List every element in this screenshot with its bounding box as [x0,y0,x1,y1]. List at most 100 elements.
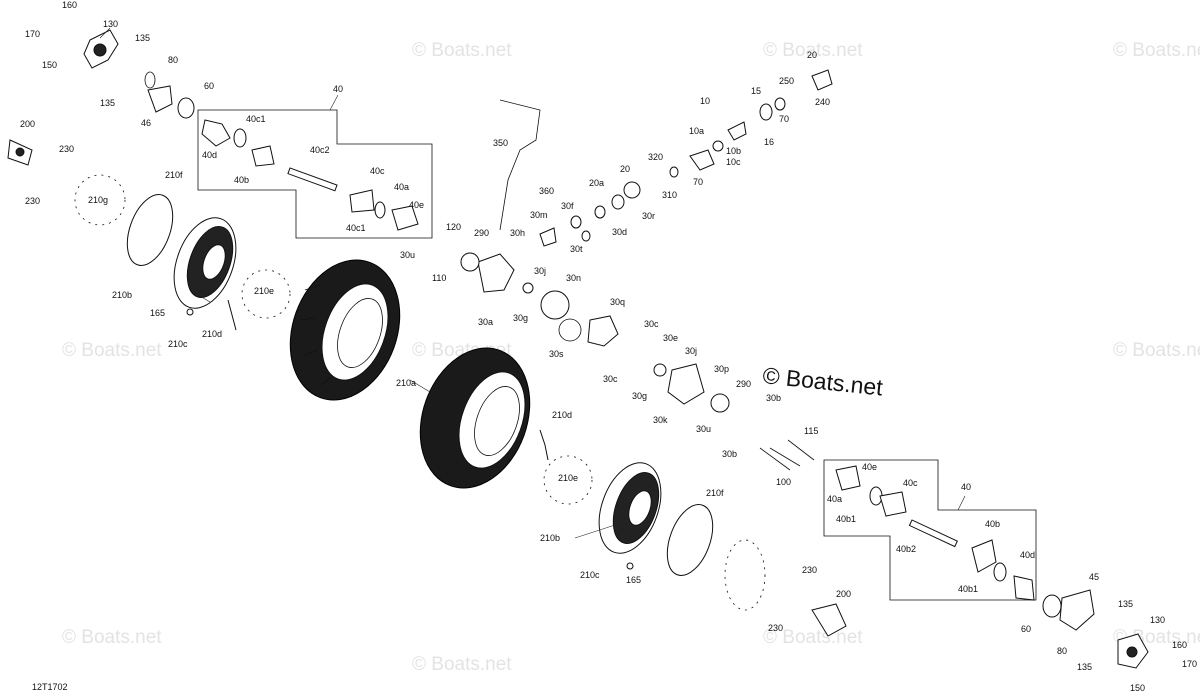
callout: 210a [396,378,416,388]
callout: 30j [534,266,546,276]
callout: 10a [689,126,704,136]
callout: 210d [552,410,572,420]
callout: 40 [333,84,343,94]
callout: 30f [561,201,574,211]
callout: 210b [112,290,132,300]
callout: 20a [589,178,604,188]
callout: 40b [234,175,249,185]
bolt-circle-210e-upper [241,269,291,319]
callout: 150 [42,60,57,70]
leader-lines [99,27,966,539]
callout: 40a [394,182,409,192]
callout: 360 [539,186,554,196]
callout: 135 [100,98,115,108]
callout: 45 [1089,572,1099,582]
watermark-text: © Boats.net [1113,340,1200,361]
drive-shaft-top [201,119,419,231]
callout: 30h [510,228,525,238]
callout: 210f [706,488,724,498]
callout: 40e [409,200,424,210]
callout: 15 [751,86,761,96]
callout: 30p [714,364,729,374]
callout: 40b1 [958,584,978,594]
callout: 230 [768,623,783,633]
callout: 16 [764,137,774,147]
callout: 210f [165,170,183,180]
callout: 30e [663,333,678,343]
callout: 30m [530,210,548,220]
callout: 30n [566,273,581,283]
callout: 130 [1150,615,1165,625]
callout: 30g [513,313,528,323]
tire-upper [289,259,401,401]
callout: 30b [766,393,781,403]
valve-stem-upper [186,308,194,316]
weight-strip-lower [539,429,549,461]
callout: 40d [202,150,217,160]
callout: 20 [807,50,817,60]
callout: 210c [580,570,600,580]
watermark-text: © Boats.net [412,654,512,675]
callout: 40c [903,478,918,488]
callout: 160 [1172,640,1187,650]
pinion-parts [539,69,833,247]
callout: 30c [603,374,618,384]
callout: 115 [804,426,818,436]
callout: 40c2 [310,145,330,155]
hub-parts-bottom-right [811,589,1149,669]
callout: 40c [370,166,385,176]
callout: 165 [150,308,165,318]
callout: 46 [141,118,151,128]
callout: 150 [1130,683,1145,693]
differential-assembly [460,252,730,413]
rim-lower [598,462,662,554]
callout: 210g [88,195,108,205]
callout: 290 [736,379,751,389]
watermark-text: © Boats.net [62,340,162,361]
callout: 40b2 [896,544,916,554]
callout: 40d [1020,550,1035,560]
callout: 230 [25,196,40,206]
callout: 210c [168,339,188,349]
bolt-circle-210e-lower [543,455,593,505]
callout: 210e [558,473,578,483]
breather-tube [499,99,541,231]
callout: 30r [642,211,655,221]
diagram-id: 12T1702 [32,682,68,692]
drive-shaft-group-box-top [197,109,433,239]
rim-upper [173,217,237,309]
callout: 30k [653,415,668,425]
callout: 110 [432,273,446,283]
callout: 135 [1118,599,1133,609]
callout: 200 [20,119,35,129]
callout: 10 [700,96,710,106]
drive-shaft-bottom [835,465,1035,601]
callout: 30c [644,319,659,329]
beadlock-ring-lower [666,504,714,576]
callout: 60 [204,81,214,91]
callout: 30u [400,250,415,260]
callout: 290 [474,228,489,238]
callout: 20 [620,164,630,174]
callout: 165 [626,575,641,585]
callout: 230 [802,565,817,575]
callout: 210d [202,329,222,339]
callout: 30g [632,391,647,401]
callout: 70 [693,177,703,187]
watermark-text: © Boats.net [62,627,162,648]
callout: 30j [685,346,697,356]
callout: 240 [815,97,830,107]
callout: 200 [836,589,851,599]
callout: 350 [493,138,508,148]
watermark-text: © Boats.net [412,40,512,61]
tire-lower [419,347,531,489]
callout: 160 [62,0,77,10]
callout: 40b [985,519,1000,529]
bolts-100 [759,439,815,471]
bolt-circle-lower-right [724,539,766,611]
watermark-text: © Boats.net [763,40,863,61]
callout: 40c1 [346,223,366,233]
callout: 100 [776,477,791,487]
watermark-text: © Boats.net [1113,40,1200,61]
